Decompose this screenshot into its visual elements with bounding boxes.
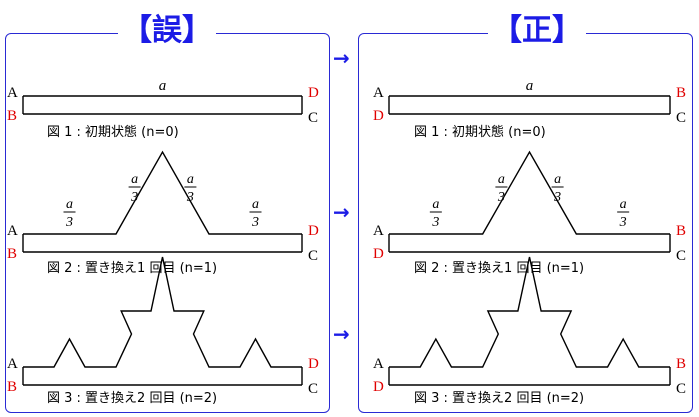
panel-0-fig-3-label-top-left: A [7, 356, 18, 372]
panel-0-fig-2-caption: 図 2 : 置き換え1 回目 (n=1) [47, 261, 217, 276]
panel-0-fig-2-segment-2-numerator: a [131, 172, 138, 187]
panel-1-fig-2-top-edge [389, 150, 670, 235]
panel-1-fig-3-label-bottom-right: C [676, 381, 686, 397]
panel-0-fig-2-top-edge [23, 150, 302, 235]
panel-0-fig-1-label-bottom-right: C [308, 110, 318, 126]
panel-1-fig-2-segment-2-denominator: 3 [497, 190, 505, 205]
panel-0-fig-3-top-edge [23, 256, 302, 368]
panel-1-fig-1-label-bottom-right: C [676, 110, 686, 126]
panel-1-fig-2-segment-4-denominator: 3 [619, 215, 627, 230]
panel-1-fig-2-label-bottom-left: D [373, 246, 384, 262]
panel-1-fig-3-label-top-left: A [373, 356, 384, 372]
wrong-panel-title: 【誤】 [118, 14, 216, 48]
panel-1-fig-3-top-edge [389, 256, 670, 368]
panel-0-fig-2-label-top-right: D [308, 223, 319, 239]
panel-0-fig-2-label-bottom-right: C [308, 248, 318, 264]
panel-1-fig-3-label-top-right: B [676, 356, 686, 372]
arrow-right-icon: → [333, 46, 350, 70]
panel-1-fig-3-label-bottom-left: D [373, 379, 384, 395]
arrow-right-icon: → [333, 200, 350, 224]
panel-1-fig-2-segment-2-numerator: a [498, 172, 505, 187]
panel-1-fig-1-label-top-right: B [676, 85, 686, 101]
panel-1-fig-1-label-bottom-left: D [373, 108, 384, 124]
panel-0-fig-2-segment-1-denominator: 3 [65, 215, 73, 230]
panel-1-fig-1-length-label: a [526, 78, 534, 94]
panel-0-fig-2-segment-4-denominator: 3 [251, 215, 259, 230]
panel-1-fig-2-segment-3-numerator: a [554, 172, 561, 187]
arrow-right-icon: → [333, 322, 350, 346]
panel-1-fig-2-label-top-right: B [676, 223, 686, 239]
panel-0-fig-2-segment-2-denominator: 3 [130, 190, 138, 205]
panel-1-fig-2-segment-1-denominator: 3 [431, 215, 439, 230]
panel-0-fig-2-segment-3-denominator: 3 [186, 190, 194, 205]
panel-0-fig-1-label-top-right: D [308, 85, 319, 101]
panel-0-fig-1-length-label: a [159, 78, 167, 94]
panel-0-fig-2-label-bottom-left: B [7, 246, 17, 262]
panel-0-fig-2-segment-1-numerator: a [66, 197, 73, 212]
panel-0-fig-2-segment-4-numerator: a [252, 197, 259, 212]
panel-1-fig-2-label-bottom-right: C [676, 248, 686, 264]
panel-0-fig-3-label-top-right: D [308, 356, 319, 372]
panel-0-fig-1-label-top-left: A [7, 85, 18, 101]
panel-1-fig-2-segment-3-denominator: 3 [553, 190, 561, 205]
panel-0-fig-2-label-top-left: A [7, 223, 18, 239]
correct-panel-title: 【正】 [488, 14, 586, 48]
panel-0-fig-1-label-bottom-left: B [7, 108, 17, 124]
panel-1-fig-1-caption: 図 1 : 初期状態 (n=0) [414, 124, 546, 140]
panel-0-fig-1-caption: 図 1 : 初期状態 (n=0) [47, 124, 179, 140]
panel-1-fig-1-label-top-left: A [373, 85, 384, 101]
panel-1-fig-3-caption: 図 3 : 置き換え2 回目 (n=2) [414, 391, 584, 406]
panel-1-fig-2-caption: 図 2 : 置き換え1 回目 (n=1) [414, 261, 584, 276]
panel-0-fig-2-segment-3-numerator: a [187, 172, 194, 187]
panel-1-fig-2-label-top-left: A [373, 223, 384, 239]
panel-0-fig-3-label-bottom-left: B [7, 379, 17, 395]
panel-1-fig-2-segment-4-numerator: a [620, 197, 627, 212]
panel-0-fig-3-caption: 図 3 : 置き換え2 回目 (n=2) [47, 391, 217, 406]
panel-1-fig-2-segment-1-numerator: a [432, 197, 439, 212]
panel-0-fig-3-label-bottom-right: C [308, 381, 318, 397]
